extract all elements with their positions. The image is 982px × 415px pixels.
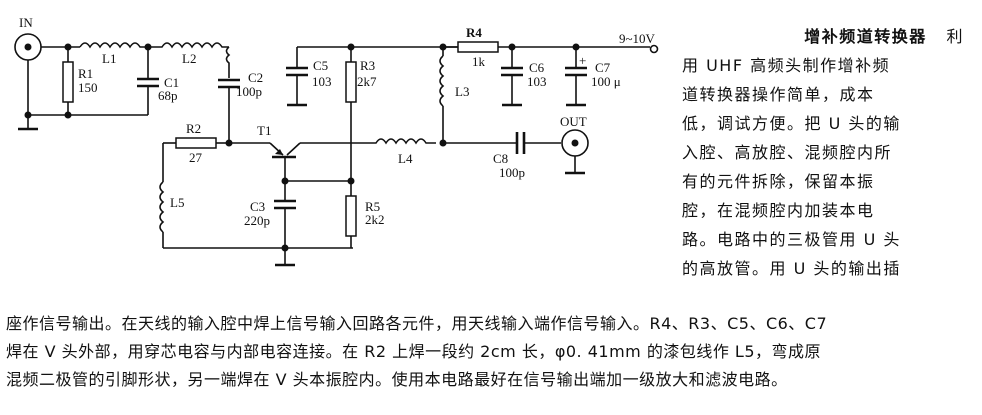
svg-text:27: 27 xyxy=(189,150,203,165)
article-line: 混频二极管的引脚形状，另一端焊在 V 头本振腔内。使用本电路最好在信号输出端加一… xyxy=(6,370,788,389)
svg-text:C7: C7 xyxy=(595,60,611,75)
capacitor-C5: C5 103 xyxy=(286,47,332,107)
article-line: 的高放管。用 U 头的输出插 xyxy=(682,259,901,278)
svg-text:R1: R1 xyxy=(78,66,93,81)
article-line: 用 UHF 高频头制作增补频 xyxy=(682,56,891,75)
polarity-plus: + xyxy=(579,53,586,68)
article-line: 腔，在混频腔内加装本电 xyxy=(682,201,875,220)
inductor-L4: L4 xyxy=(350,138,436,166)
svg-text:1k: 1k xyxy=(472,54,486,69)
supply-terminal: 9~10V xyxy=(619,31,659,54)
article-line: 低，调试方便。把 U 头的输 xyxy=(682,114,901,133)
resistor-R1: R1 150 xyxy=(62,47,98,115)
article-line: 座作信号输出。在天线的输入腔中焊上信号输入回路各元件，用天线输入端作信号输入。R… xyxy=(6,314,828,333)
svg-text:C6: C6 xyxy=(529,60,545,75)
output-connector: OUT xyxy=(560,114,589,175)
svg-text:100p: 100p xyxy=(236,84,262,99)
resistor-R2: R2 27 xyxy=(163,121,229,165)
svg-text:C5: C5 xyxy=(313,58,328,73)
article-first-line: 增补频道转换器 利 xyxy=(804,27,964,46)
svg-text:103: 103 xyxy=(527,74,547,89)
svg-text:68p: 68p xyxy=(158,88,178,103)
svg-text:C1: C1 xyxy=(164,75,179,90)
svg-text:2k7: 2k7 xyxy=(357,74,377,89)
inductor-L3: L3 xyxy=(439,47,469,143)
svg-text:R2: R2 xyxy=(186,121,201,136)
svg-text:R4: R4 xyxy=(466,25,482,40)
svg-text:C2: C2 xyxy=(248,70,263,85)
article-title: 增补频道转换器 xyxy=(804,27,927,46)
svg-text:L2: L2 xyxy=(182,51,196,66)
ground-symbol xyxy=(275,248,295,267)
inductor-L2: L2 xyxy=(148,42,229,66)
article-line: 入腔、高放腔、混频腔内所 xyxy=(682,143,893,162)
capacitor-C2: C2 100p xyxy=(218,70,263,143)
capacitor-C3: C3 220p xyxy=(244,181,296,248)
resistor-R5: R5 2k2 xyxy=(345,181,385,248)
inductor-L1: L1 xyxy=(79,42,148,66)
capacitor-C1: C1 68p xyxy=(137,47,179,115)
article-bottom-paragraph: 座作信号输出。在天线的输入腔中焊上信号输入回路各元件，用天线输入端作信号输入。R… xyxy=(6,310,976,394)
svg-text:100p: 100p xyxy=(499,165,525,180)
svg-text:R5: R5 xyxy=(365,199,380,214)
article-line: 路。电路中的三极管用 U 头 xyxy=(682,230,901,249)
svg-text:150: 150 xyxy=(78,80,98,95)
article-line: 道转换器操作简单，成本 xyxy=(682,85,875,104)
article-line: 焊在 V 头外部，用穿芯电容与内部电容连接。在 R2 上焊一段约 2cm 长，φ… xyxy=(6,342,822,361)
transistor-T1: T1 xyxy=(229,123,350,181)
supply-label: 9~10V xyxy=(619,31,656,46)
article-line: 有的元件拆除，保留本振 xyxy=(682,172,875,191)
svg-text:2k2: 2k2 xyxy=(365,212,385,227)
capacitor-C6: C6 103 xyxy=(501,47,547,107)
svg-text:C8: C8 xyxy=(493,151,508,166)
svg-text:220p: 220p xyxy=(244,213,270,228)
article-side-column: 增补频道转换器 利 用 UHF 高频头制作增补频 道转换器操作简单，成本 低，调… xyxy=(682,22,964,283)
circuit-schematic: IN R1 150 L1 C1 68p L2 xyxy=(14,15,659,267)
input-connector: IN xyxy=(14,15,42,61)
inductor-L5: L5 xyxy=(159,143,184,248)
input-label: IN xyxy=(19,15,33,30)
svg-text:103: 103 xyxy=(312,74,332,89)
svg-text:C3: C3 xyxy=(250,199,265,214)
svg-text:100 μ: 100 μ xyxy=(591,74,621,89)
capacitor-C8: C8 100p xyxy=(443,132,561,180)
resistor-R3: R3 2k7 xyxy=(345,47,377,181)
svg-text:R3: R3 xyxy=(360,58,375,73)
wire xyxy=(225,46,231,78)
capacitor-C7: + C7 100 μ xyxy=(565,47,621,107)
svg-text:L5: L5 xyxy=(170,195,184,210)
svg-text:L3: L3 xyxy=(455,84,469,99)
svg-text:L1: L1 xyxy=(102,51,116,66)
svg-text:T1: T1 xyxy=(257,123,271,138)
svg-text:L4: L4 xyxy=(398,151,413,166)
output-label: OUT xyxy=(560,114,587,129)
